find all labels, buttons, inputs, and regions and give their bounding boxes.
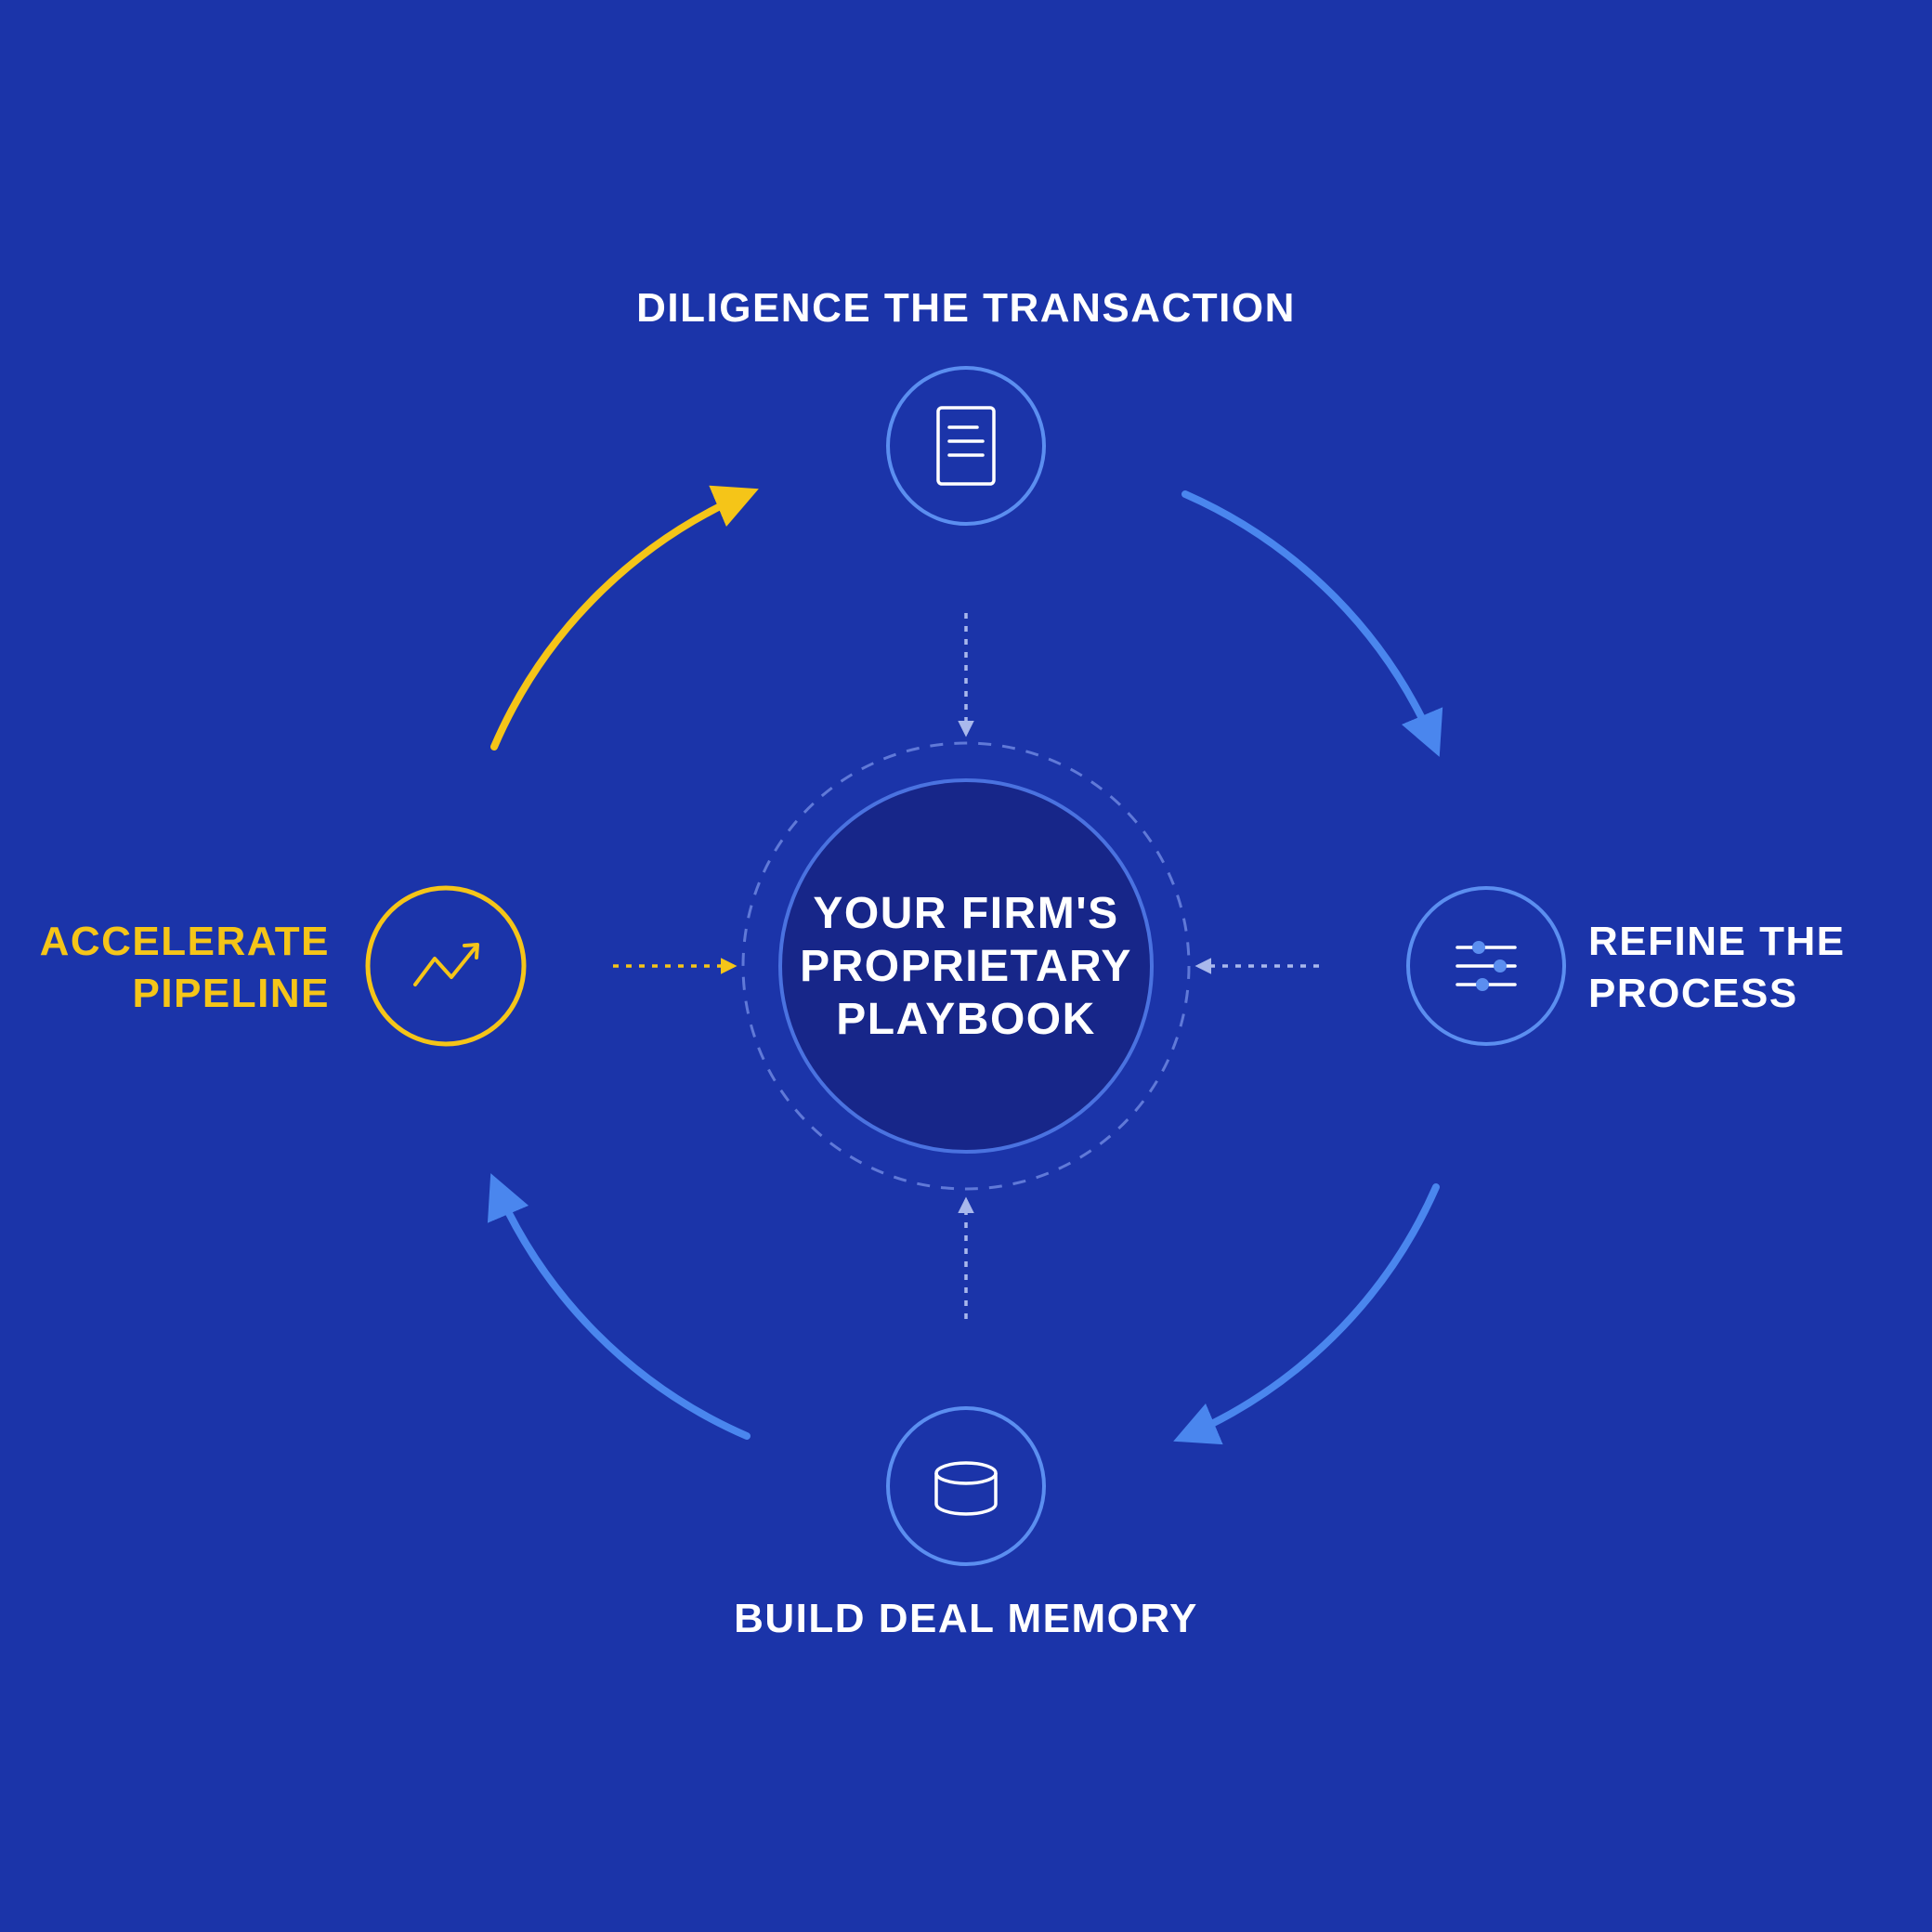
arrow-top-to-right [1181,490,1443,757]
center-playbook-title: YOUR FIRM'S PROPRIETARY PLAYBOOK [780,882,1152,1050]
document-icon [936,406,996,486]
arrow-right-to-bottom [1173,1183,1440,1445]
sliders-icon [1456,941,1517,991]
label-top-line-1: DILIGENCE THE TRANSACTION [636,285,1296,331]
node-right [1406,886,1566,1046]
label-left-line-2: PIPELINE [132,971,330,1016]
arrow-left-to-top [490,485,759,751]
arrow-bottom-to-left [487,1173,751,1440]
label-accelerate-pipeline: ACCELERATE PIPELINE [40,916,330,1020]
label-left-line-1: ACCELERATE [39,919,330,964]
label-right-line-2: PROCESS [1588,971,1798,1016]
label-right-line-1: REFINE THE [1588,919,1846,964]
trending-up-icon [413,943,479,986]
label-build-deal-memory: BUILD DEAL MEMORY [0,1593,1932,1645]
center-line-3: PLAYBOOK [836,994,1096,1044]
label-diligence-the-transaction: DILIGENCE THE TRANSACTION [0,282,1932,334]
center-line-1: YOUR FIRM'S [813,888,1119,938]
center-line-2: PROPRIETARY [800,941,1132,991]
center-hub [778,778,1154,1154]
center-dashed-ring [741,741,1191,1191]
node-bottom [886,1406,1046,1566]
node-left [365,885,527,1047]
database-icon [934,1461,998,1516]
label-refine-the-process: REFINE THE PROCESS [1588,916,1846,1020]
node-top [886,366,1046,526]
label-bottom-line-1: BUILD DEAL MEMORY [734,1596,1198,1641]
